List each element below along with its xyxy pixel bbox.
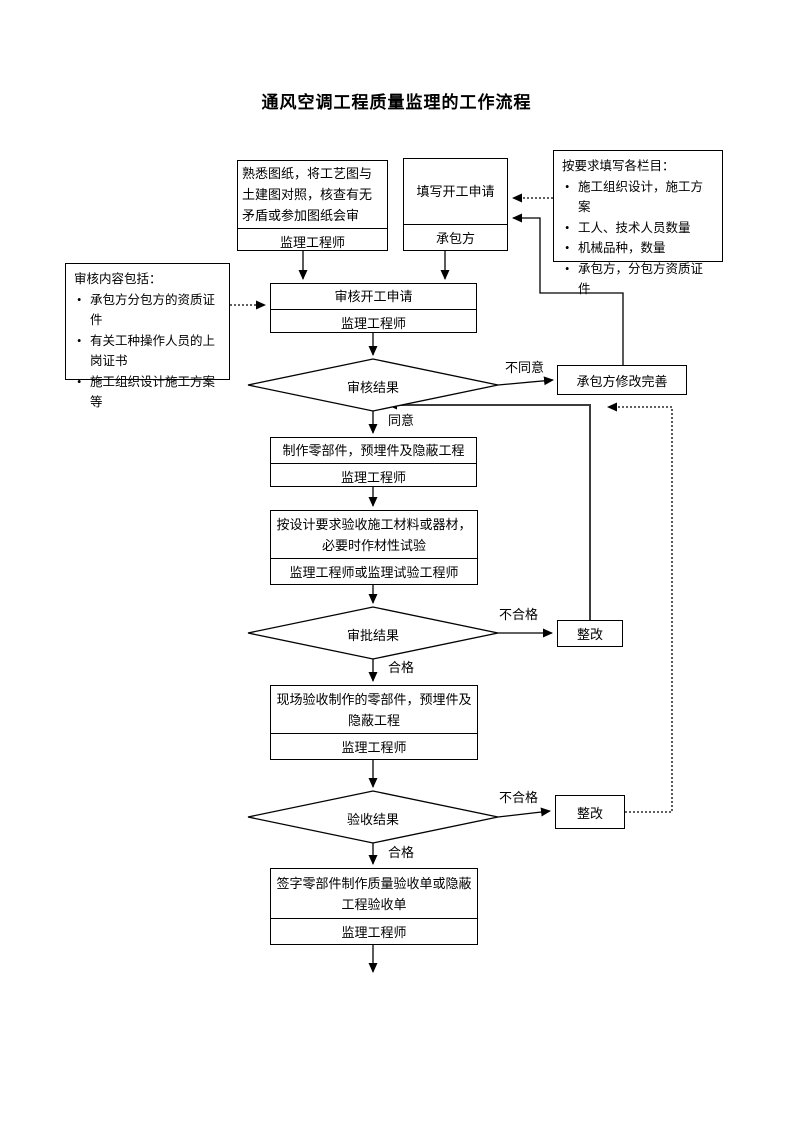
note-fill-requirements-title: 按要求填写各栏目： <box>562 159 675 173</box>
node-review-application-role: 监理工程师 <box>271 309 476 335</box>
arrow-rectify1-back-to-make <box>387 400 591 620</box>
node-review-application-text: 审核开工申请 <box>334 289 413 304</box>
node-site-acceptance: 现场验收制作的零部件，预埋件及隐蔽工程 监理工程师 <box>270 685 478 760</box>
decision-review-result: 审核结果 <box>346 380 399 395</box>
node-review-application: 审核开工申请 监理工程师 <box>270 283 477 333</box>
node-material-acceptance-text: 按设计要求验收施工材料或器材，必要时作材性试验 <box>276 516 472 553</box>
node-sign-acceptance-role: 监理工程师 <box>271 918 477 944</box>
node-apply-start-role: 承包方 <box>404 224 507 250</box>
note-review-content: 审核内容包括： 承包方分包方的资质证件 有关工种操作人员的上岗证书 施工组织设计… <box>65 263 230 409</box>
arrow-rectify2-back-loop <box>607 402 673 813</box>
node-rectify-2: 整改 <box>555 795 625 829</box>
note-fill-requirements: 按要求填写各栏目： 施工组织设计，施工方案 工人、技术人员数量 机械品种，数量 … <box>553 150 723 296</box>
node-prepare-drawings: 熟悉图纸，将工艺图与土建图对照，核查有无矛盾或参加图纸会审 监理工程师 <box>237 160 388 251</box>
note-review-content-list: 承包方分包方的资质证件 有关工种操作人员的上岗证书 施工组织设计施工方案等 <box>73 290 222 413</box>
node-rectify-1: 整改 <box>557 620 623 647</box>
note-item: 工人、技术人员数量 <box>561 218 715 239</box>
arrow-decision1-to-revise <box>497 376 554 386</box>
decision3-diamond <box>247 790 499 844</box>
note-item: 施工组织设计施工方案等 <box>73 372 222 413</box>
decision2-diamond <box>247 606 499 660</box>
node-site-acceptance-role: 监理工程师 <box>271 733 477 759</box>
decision1-diamond <box>247 358 499 412</box>
label-agree: 同意 <box>388 413 415 428</box>
decision-acceptance-result: 验收结果 <box>346 812 399 827</box>
node-prepare-drawings-role: 监理工程师 <box>238 228 387 254</box>
node-material-acceptance: 按设计要求验收施工材料或器材，必要时作材性试验 监理工程师或监理试验工程师 <box>270 510 478 585</box>
label-disagree: 不同意 <box>505 360 545 375</box>
label-fail-2: 不合格 <box>499 790 539 805</box>
label-pass-1: 合格 <box>388 660 415 675</box>
note-item: 施工组织设计，施工方案 <box>561 177 715 218</box>
node-material-acceptance-role: 监理工程师或监理试验工程师 <box>271 558 477 584</box>
note-review-content-title: 审核内容包括： <box>74 272 162 286</box>
note-item: 有关工种操作人员的上岗证书 <box>73 331 222 372</box>
arrow-decision3-to-rectify2 <box>497 807 551 818</box>
node-sign-acceptance: 签字零部件制作质量验收单或隐蔽工程验收单 监理工程师 <box>270 868 478 945</box>
node-apply-start-text: 填写开工申请 <box>416 184 495 199</box>
page-title: 通风空调工程质量监理的工作流程 <box>261 93 532 112</box>
label-fail-1: 不合格 <box>499 607 539 622</box>
note-fill-requirements-list: 施工组织设计，施工方案 工人、技术人员数量 机械品种，数量 承包方，分包方资质证… <box>561 177 715 300</box>
note-item: 承包方分包方的资质证件 <box>73 290 222 331</box>
decision-approval-result: 审批结果 <box>346 628 399 643</box>
node-make-parts-text: 制作零部件，预埋件及隐蔽工程 <box>282 443 465 458</box>
node-prepare-drawings-text: 熟悉图纸，将工艺图与土建图对照，核查有无矛盾或参加图纸会审 <box>242 166 373 223</box>
node-make-parts: 制作零部件，预埋件及隐蔽工程 监理工程师 <box>270 437 477 487</box>
arrow-revise-to-apply <box>512 213 624 365</box>
node-contractor-revise: 承包方修改完善 <box>557 365 687 395</box>
node-make-parts-role: 监理工程师 <box>271 463 476 489</box>
node-apply-start: 填写开工申请 承包方 <box>403 158 508 251</box>
node-site-acceptance-text: 现场验收制作的零部件，预埋件及隐蔽工程 <box>276 691 472 728</box>
node-sign-acceptance-text: 签字零部件制作质量验收单或隐蔽工程验收单 <box>276 875 472 912</box>
label-pass-2: 合格 <box>388 845 415 860</box>
note-item: 机械品种，数量 <box>561 238 715 259</box>
note-item: 承包方，分包方资质证件 <box>561 259 715 300</box>
